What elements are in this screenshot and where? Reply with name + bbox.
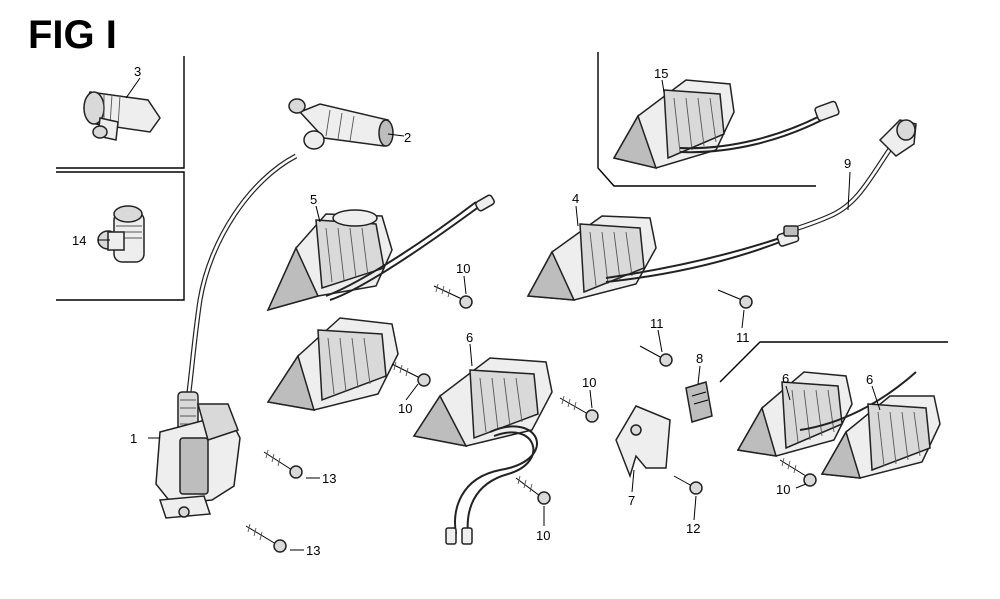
bolt-10-e [779, 457, 817, 487]
callout-13-a: 13 [322, 471, 336, 486]
inset-frame-left [56, 56, 185, 301]
figure-title: FIG I [28, 13, 117, 57]
callout-6-inset-a: 6 [782, 371, 789, 386]
bolt-10-b [391, 361, 431, 387]
callout-9: 9 [844, 156, 851, 171]
lead-wire-9 [783, 119, 917, 237]
callout-10-b: 10 [398, 401, 412, 416]
callout-10-d: 10 [536, 528, 550, 543]
callout-12: 12 [686, 521, 700, 536]
inset-frame-bottom-right [719, 341, 948, 383]
inset-frame-top-right [597, 52, 816, 187]
callout-6-inset-b: 6 [866, 372, 873, 387]
callout-8: 8 [696, 351, 703, 366]
callout-3: 3 [134, 64, 141, 79]
coil-15 [612, 79, 840, 170]
callout-11-b: 11 [736, 330, 750, 345]
callout-10-a: 10 [456, 261, 470, 276]
callout-5: 5 [310, 192, 317, 207]
exciter-coil-lower [266, 317, 399, 411]
callout-1: 1 [130, 431, 137, 446]
ignition-coil-1 [155, 153, 298, 519]
callout-10-c: 10 [582, 375, 596, 390]
bolt-11-b [717, 289, 753, 309]
charge-coil-4 [526, 215, 800, 301]
bolt-11-a [639, 345, 673, 367]
bolt-13-a [263, 449, 303, 479]
bolt-13-b [245, 523, 287, 553]
bolt-10-d [515, 475, 551, 505]
charge-coil-6-center [412, 357, 553, 545]
callout-10-e: 10 [776, 482, 790, 497]
callout-14: 14 [72, 233, 86, 248]
plug-cap-14 [97, 205, 145, 263]
callout-11-a: 11 [650, 316, 664, 331]
plug-cap-2 [288, 98, 394, 150]
callout-13-b: 13 [306, 543, 320, 558]
leader-lines [98, 77, 881, 551]
bracket-7 [615, 405, 671, 479]
bolt-10-c [559, 395, 599, 423]
exciter-coil-5 [266, 194, 495, 312]
callout-2: 2 [404, 130, 411, 145]
callout-6-center: 6 [466, 330, 473, 345]
plug-cap-3 [83, 91, 161, 141]
bolt-10-a [433, 283, 473, 309]
charge-coil-6-inset-b [820, 395, 941, 479]
callout-7: 7 [628, 493, 635, 508]
bolt-12 [673, 475, 703, 495]
callout-4: 4 [572, 191, 579, 206]
callout-15: 15 [654, 66, 668, 81]
connector-8 [685, 381, 713, 423]
charge-coil-6-inset-a [736, 371, 917, 457]
